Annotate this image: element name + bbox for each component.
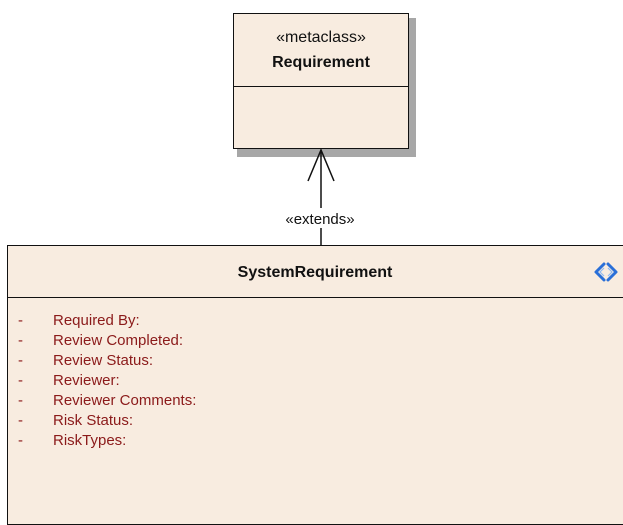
- attribute-visibility: -: [18, 412, 23, 429]
- metaclass-stereotype: «metaclass»: [276, 29, 366, 46]
- attribute-name: RiskTypes:: [53, 432, 127, 449]
- metaclass-header: «metaclass» Requirement: [234, 14, 408, 87]
- metaclass-requirement-box[interactable]: «metaclass» Requirement: [233, 13, 409, 149]
- attribute-name: Reviewer Comments:: [53, 392, 197, 409]
- stereotype-icon: [594, 262, 618, 282]
- attribute-name: Required By:: [53, 312, 140, 329]
- attribute-row[interactable]: - RiskTypes:: [8, 431, 623, 451]
- attribute-row[interactable]: - Risk Status:: [8, 411, 623, 431]
- system-requirement-name: SystemRequirement: [237, 264, 393, 281]
- attribute-name: Reviewer:: [53, 372, 120, 389]
- arrowhead-open: [307, 148, 335, 182]
- attribute-visibility: -: [18, 432, 23, 449]
- attribute-list: - Required By: - Review Completed: - Rev…: [8, 311, 623, 451]
- attribute-row[interactable]: - Reviewer Comments:: [8, 391, 623, 411]
- attribute-visibility: -: [18, 332, 23, 349]
- attribute-name: Risk Status:: [53, 412, 134, 429]
- system-requirement-header: SystemRequirement: [8, 246, 623, 298]
- system-requirement-box[interactable]: SystemRequirement - Required By: - Revie…: [7, 245, 623, 525]
- attribute-visibility: -: [18, 352, 23, 369]
- attribute-row[interactable]: - Review Completed:: [8, 331, 623, 351]
- attribute-visibility: -: [18, 372, 23, 389]
- attribute-name: Review Status:: [53, 352, 154, 369]
- attribute-row[interactable]: - Review Status:: [8, 351, 623, 371]
- extends-label: «extends»: [285, 211, 355, 228]
- attribute-visibility: -: [18, 392, 23, 409]
- attribute-row[interactable]: - Reviewer:: [8, 371, 623, 391]
- attribute-row[interactable]: - Required By:: [8, 311, 623, 331]
- attribute-visibility: -: [18, 312, 23, 329]
- attribute-name: Review Completed:: [53, 332, 184, 349]
- metaclass-name: Requirement: [272, 54, 370, 71]
